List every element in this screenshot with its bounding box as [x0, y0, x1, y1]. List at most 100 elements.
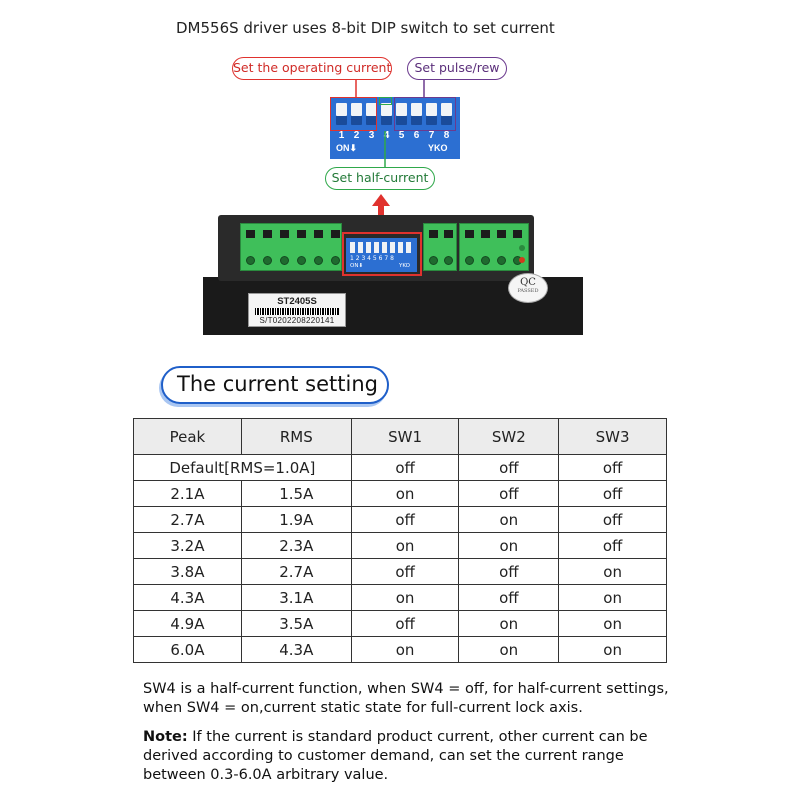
- dip-switch-large: 1 2 3 4 5 6 7 8 ON⬇ YKO: [330, 97, 460, 159]
- cell-sw2: off: [458, 454, 560, 481]
- header-sw2: SW2: [458, 418, 560, 455]
- dip-number: 7: [428, 130, 435, 141]
- cell-rms: 2.7A: [240, 558, 352, 585]
- dip-lever-2: [351, 103, 362, 125]
- dip-lever-4: [381, 103, 392, 125]
- cell-sw2: on: [458, 532, 560, 559]
- table-header-row: Peak RMS SW1 SW2 SW3: [133, 418, 667, 455]
- header-rms: RMS: [240, 418, 352, 455]
- page-title: DM556S driver uses 8-bit DIP switch to s…: [176, 19, 555, 37]
- highlight-box-current: [330, 97, 377, 131]
- serial-number: S/T0202208220141: [259, 316, 335, 325]
- dip-lever-8: [441, 103, 452, 125]
- dip-number: 2: [353, 130, 360, 141]
- cell-rms: 1.9A: [240, 506, 352, 533]
- terminal-block-middle: [423, 223, 457, 271]
- cell-rms: 3.5A: [240, 610, 352, 637]
- dip-small-yko-label: YKO: [399, 263, 410, 269]
- cell-sw1: on: [350, 636, 460, 663]
- qc-text: QC: [520, 277, 536, 288]
- cell-sw3: on: [558, 584, 667, 611]
- dip-small-numbers: 1 2 3 4 5 6 7 8: [350, 255, 394, 262]
- table-row: 3.8A 2.7A off off on: [133, 558, 667, 585]
- model-label: ST2405S S/T0202208220141: [248, 293, 346, 327]
- cell-rms: 1.5A: [240, 480, 352, 507]
- cell-peak: 4.9A: [133, 610, 242, 637]
- dip-on-label: ON⬇: [336, 143, 358, 153]
- cell-sw3: on: [558, 610, 667, 637]
- cell-peak: 2.7A: [133, 506, 242, 533]
- cell-peak: 3.2A: [133, 532, 242, 559]
- dip-number: 6: [413, 130, 420, 141]
- cell-sw3: off: [558, 506, 667, 533]
- cell-peak: 6.0A: [133, 636, 242, 663]
- status-led-red: [519, 257, 525, 263]
- cell-sw3: off: [558, 454, 667, 481]
- model-name: ST2405S: [277, 296, 317, 307]
- cell-sw1: off: [350, 558, 460, 585]
- terminal-block-right: [459, 223, 529, 271]
- qc-sticker: QC PASSED: [508, 273, 548, 303]
- general-note: Note: If the current is standard product…: [143, 728, 683, 785]
- section-title: The current setting: [177, 372, 378, 396]
- callout-operating-current: Set the operating current: [232, 57, 392, 80]
- cell-rms: 2.3A: [240, 532, 352, 559]
- status-led-green: [519, 245, 525, 251]
- cell-peak: 2.1A: [133, 480, 242, 507]
- dip-number: 8: [443, 130, 450, 141]
- dip-lever-3: [366, 103, 377, 125]
- cell-sw1: off: [350, 610, 460, 637]
- table-row: 2.1A 1.5A on off off: [133, 480, 667, 507]
- dip-lever-5: [396, 103, 407, 125]
- cell-peak: 4.3A: [133, 584, 242, 611]
- cell-sw2: off: [458, 558, 560, 585]
- cell-sw1: off: [350, 506, 460, 533]
- cell-sw1: on: [350, 480, 460, 507]
- note-text: If the current is standard product curre…: [143, 729, 648, 783]
- qc-passed-text: PASSED: [517, 288, 539, 294]
- sw4-note: SW4 is a half-current function, when SW4…: [143, 681, 669, 716]
- default-label: Default[RMS=1.0A]: [133, 454, 352, 481]
- cell-sw2: on: [458, 506, 560, 533]
- table-row: 6.0A 4.3A on on on: [133, 636, 667, 663]
- cell-sw2: on: [458, 636, 560, 663]
- table-row: 3.2A 2.3A on on off: [133, 532, 667, 559]
- dip-number: 3: [368, 130, 375, 141]
- header-sw3: SW3: [558, 418, 667, 455]
- dip-switch-small: 1 2 3 4 5 6 7 8 ON⬇ YKO: [346, 238, 417, 272]
- cell-sw3: off: [558, 532, 667, 559]
- header-sw1: SW1: [350, 418, 460, 455]
- table-row: 2.7A 1.9A off on off: [133, 506, 667, 533]
- dip-small-on-label: ON⬇: [350, 263, 364, 269]
- cell-sw1: on: [350, 532, 460, 559]
- cell-sw1: off: [350, 454, 460, 481]
- callout-half-current: Set half-current: [325, 167, 435, 190]
- cell-sw2: on: [458, 610, 560, 637]
- cell-sw3: on: [558, 558, 667, 585]
- callout-pulse-rev: Set pulse/rew: [407, 57, 507, 80]
- dip-lever-7: [426, 103, 437, 125]
- dip-lever-6: [411, 103, 422, 125]
- current-setting-table: Peak RMS SW1 SW2 SW3 Default[RMS=1.0A] o…: [133, 418, 667, 663]
- barcode: [255, 308, 339, 315]
- cell-sw2: off: [458, 584, 560, 611]
- dip-lever-1: [336, 103, 347, 125]
- highlight-box-pulse: [394, 97, 456, 131]
- highlight-box-half: [379, 97, 392, 105]
- highlight-box-dip: [342, 232, 422, 276]
- cell-sw1: on: [350, 584, 460, 611]
- terminal-block-left: [240, 223, 342, 271]
- header-peak: Peak: [133, 418, 242, 455]
- dip-number: 4: [383, 130, 390, 141]
- cell-sw3: on: [558, 636, 667, 663]
- cell-sw2: off: [458, 480, 560, 507]
- dip-yko-label: YKO: [428, 143, 448, 153]
- cell-sw3: off: [558, 480, 667, 507]
- dip-number: 5: [398, 130, 405, 141]
- cell-rms: 4.3A: [240, 636, 352, 663]
- cell-peak: 3.8A: [133, 558, 242, 585]
- note-label: Note:: [143, 729, 188, 745]
- dip-number: 1: [338, 130, 345, 141]
- table-row: 4.3A 3.1A on off on: [133, 584, 667, 611]
